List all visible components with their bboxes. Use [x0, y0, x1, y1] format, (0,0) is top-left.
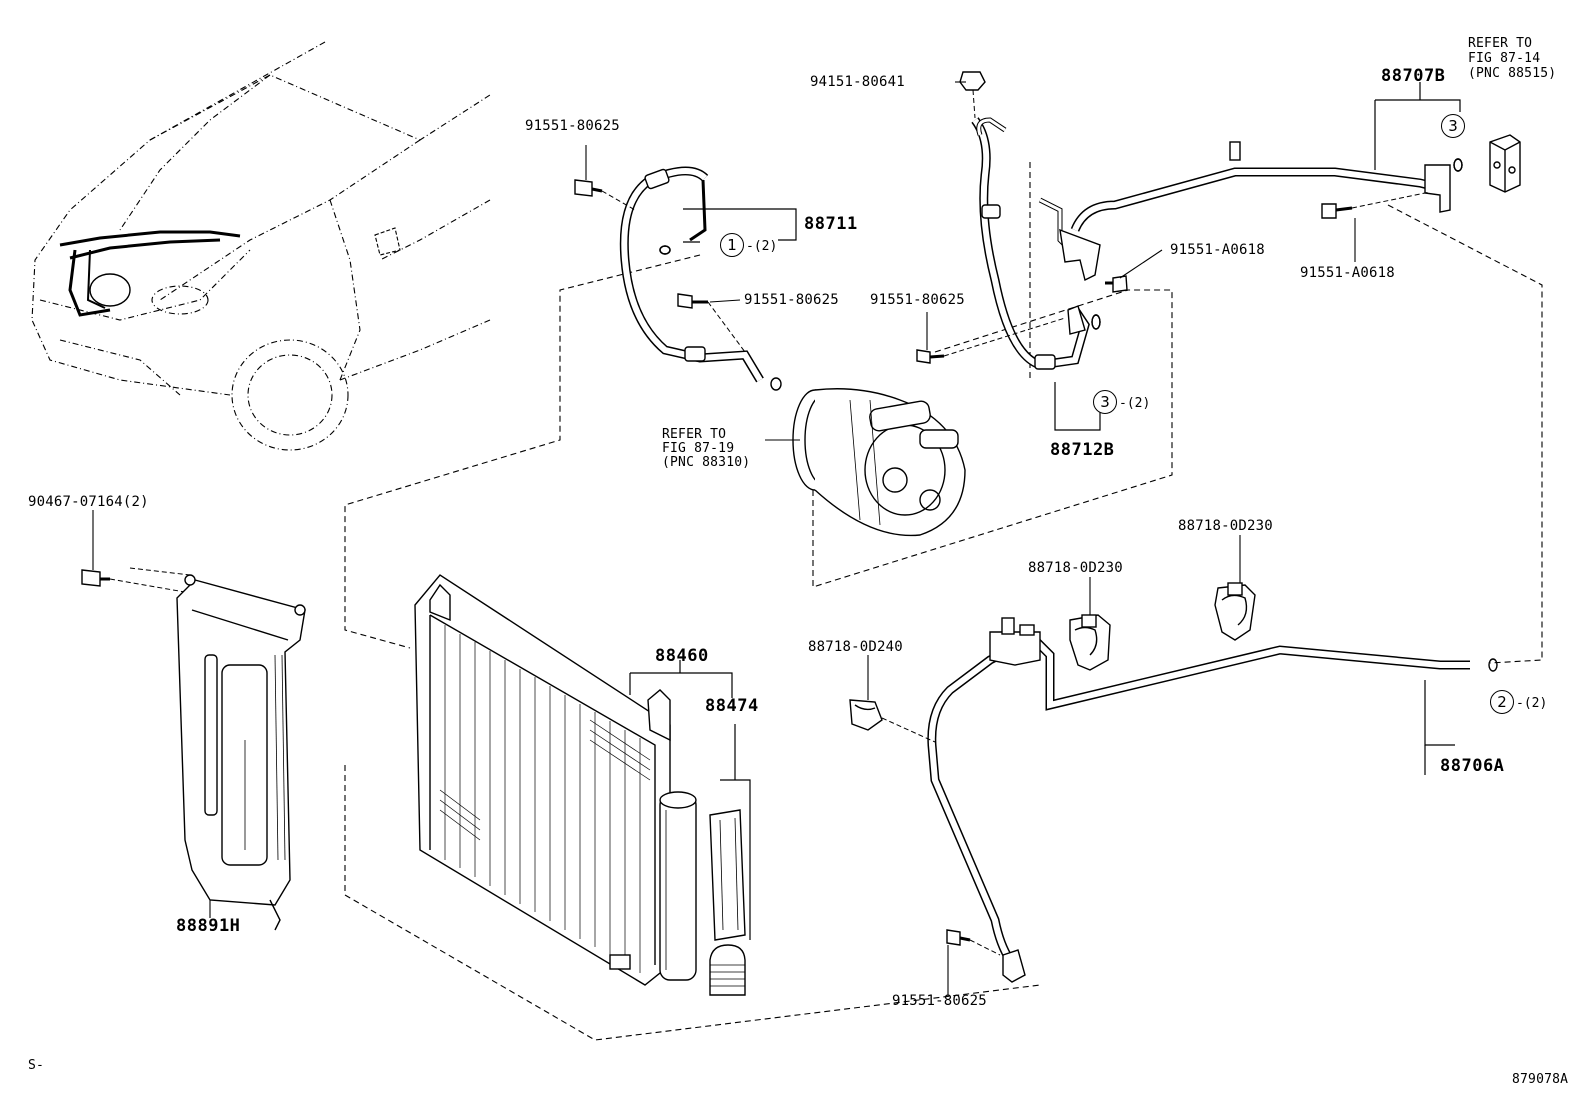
part-label-88891h[interactable]: 88891H [176, 916, 241, 936]
part-label-88718-0d240[interactable]: 88718-0D240 [808, 639, 903, 655]
refer-compressor-line3: (PNC 88310) [662, 455, 751, 470]
part-label-88474[interactable]: 88474 [705, 696, 759, 716]
refer-valve-line2: FIG 87-14 [1468, 51, 1541, 66]
callout-qty: -(2) [746, 238, 778, 254]
figure-id: 879078A [1512, 1072, 1569, 1087]
part-label-91551-a0618-left[interactable]: 91551-A0618 [1170, 242, 1265, 258]
part-label-88706a[interactable]: 88706A [1440, 756, 1505, 776]
part-label-91551-a0618-right[interactable]: 91551-A0618 [1300, 265, 1395, 281]
receiver-tank [659, 791, 697, 981]
callout-2[interactable]: 2-(2) [1490, 690, 1547, 714]
discharge-hose-88711 [619, 166, 797, 391]
refer-compressor-line2: FIG 87-19 [662, 441, 735, 456]
part-label-91551-80625-hose[interactable]: 91551-80625 [744, 292, 839, 308]
footer-mark: S- [28, 1058, 45, 1073]
refer-compressor-line1: REFER TO [662, 427, 727, 442]
bolts [81, 71, 1353, 946]
suction-hose-88712b [971, 117, 1101, 431]
callout-3-upper[interactable]: 3 [1441, 114, 1467, 138]
refer-expansion-valve[interactable]: REFER TO FIG 87-14 (PNC 88515) [1468, 36, 1556, 81]
callout-number: 3 [1441, 114, 1465, 138]
liquid-tube-88706a [927, 617, 1498, 983]
part-label-90467-07164[interactable]: 90467-07164(2) [28, 494, 149, 510]
callout-number: 1 [720, 233, 744, 257]
compressor [765, 388, 966, 537]
part-label-88718-0d230-right[interactable]: 88718-0D230 [1178, 518, 1273, 534]
refer-compressor[interactable]: REFER TO FIG 87-19 (PNC 88310) [662, 428, 750, 470]
callout-1[interactable]: 1-(2) [720, 233, 777, 257]
pipe-clamp-0d230-b [1214, 582, 1256, 641]
desiccant-88474 [709, 724, 751, 996]
part-label-88707b[interactable]: 88707B [1381, 66, 1446, 86]
part-label-88712b[interactable]: 88712B [1050, 440, 1115, 460]
condenser-88460 [414, 574, 733, 986]
part-label-91551-80625-bottom[interactable]: 91551-80625 [892, 993, 987, 1009]
callout-3-lower[interactable]: 3-(2) [1093, 390, 1150, 414]
refer-valve-line1: REFER TO [1468, 36, 1533, 51]
part-label-88460[interactable]: 88460 [655, 646, 709, 666]
o-rings [659, 158, 1463, 330]
part-label-91551-80625-top[interactable]: 91551-80625 [525, 118, 620, 134]
callout-qty: -(2) [1516, 695, 1548, 711]
assembly-boundaries [344, 162, 1543, 1041]
pipe-clamp-0d230-a [1069, 614, 1111, 671]
refer-valve-line3: (PNC 88515) [1468, 66, 1557, 81]
cooler-tube-88707b [1038, 82, 1463, 282]
callout-number: 2 [1490, 690, 1514, 714]
callout-qty: -(2) [1119, 395, 1151, 411]
expansion-valve [1489, 134, 1521, 193]
pipe-clamp-0d240 [849, 699, 883, 731]
seal-panel-88891h [176, 574, 306, 931]
part-label-94151-80641[interactable]: 94151-80641 [810, 74, 905, 90]
part-label-88711[interactable]: 88711 [804, 214, 858, 234]
callout-number: 3 [1093, 390, 1117, 414]
part-label-88718-0d230-left[interactable]: 88718-0D230 [1028, 560, 1123, 576]
part-label-91551-80625-compressor[interactable]: 91551-80625 [870, 292, 965, 308]
vehicle-illustration [31, 41, 491, 451]
